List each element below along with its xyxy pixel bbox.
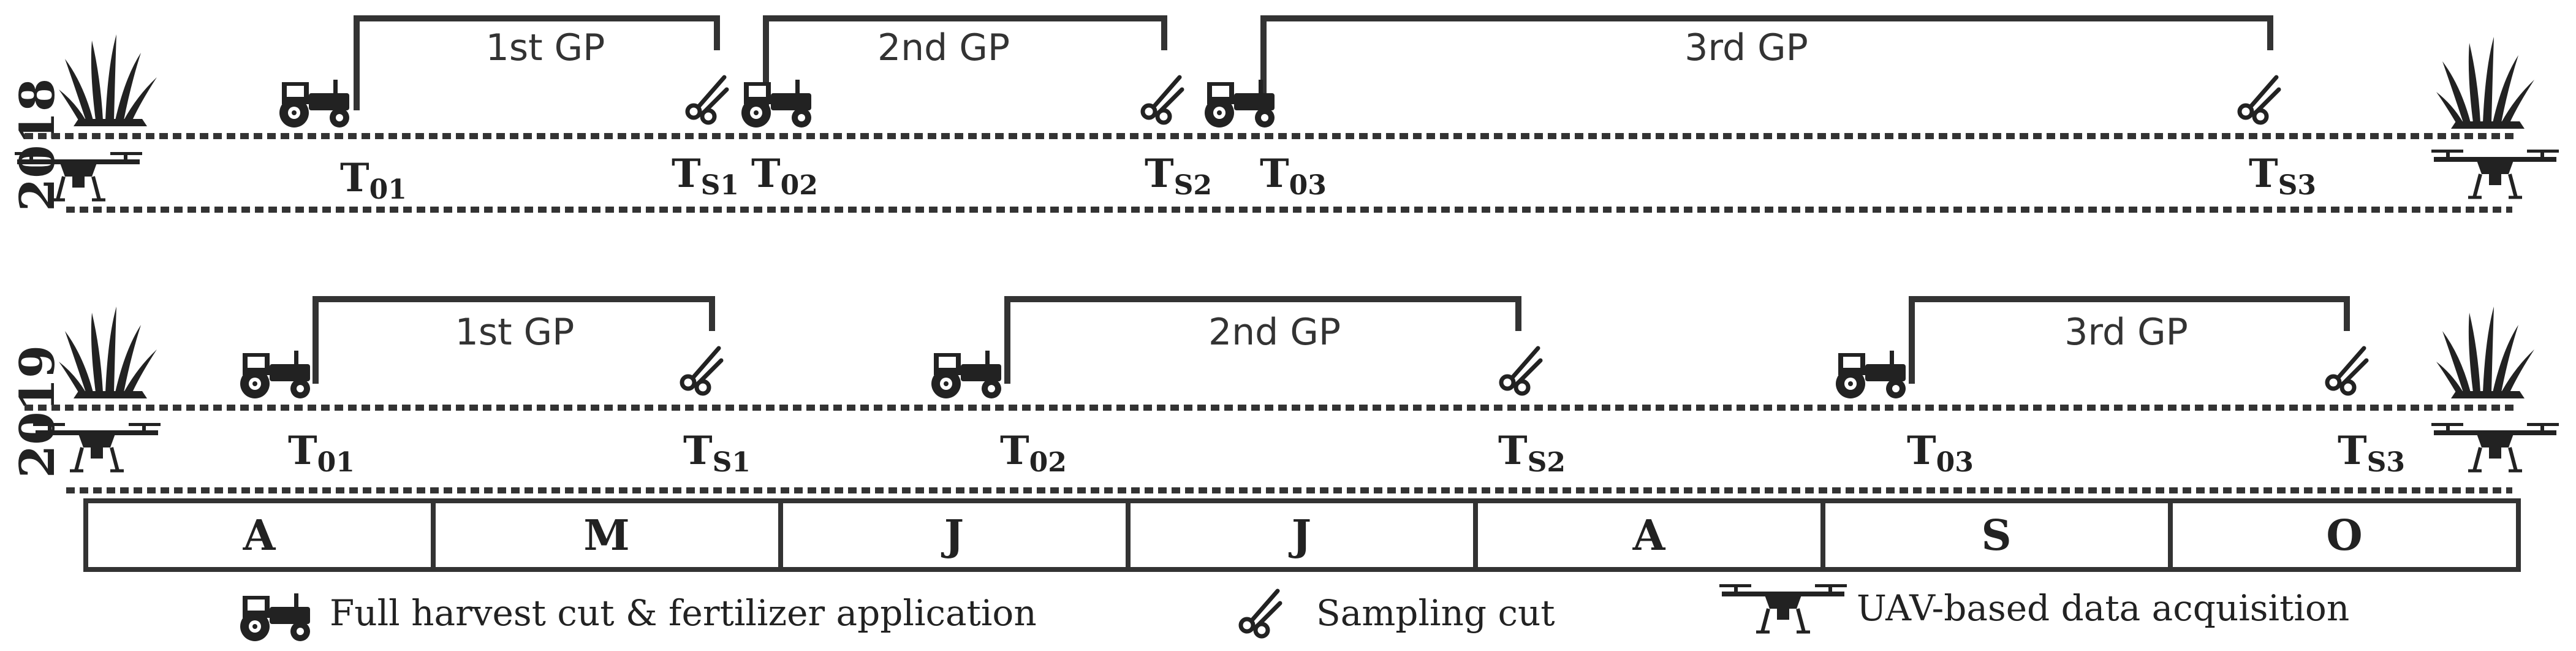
grass-icon	[2436, 306, 2534, 398]
drone-icon	[1719, 584, 1847, 632]
month-label: J	[941, 511, 964, 560]
event-label: TS3	[2338, 428, 2405, 478]
event-label: T02	[1000, 428, 1067, 478]
month-label: J	[1289, 511, 1311, 560]
legend-harvest-label: Full harvest cut & fertilizer applicatio…	[330, 592, 1037, 634]
tractor-icon	[931, 351, 1001, 398]
growth-period-label: 3rd GP	[2064, 311, 2188, 354]
tractor-icon	[279, 80, 349, 128]
growth-period-bracket	[313, 296, 715, 384]
month-bar: A M J J A S O	[83, 498, 2521, 572]
legend: Full harvest cut & fertilizer applicatio…	[240, 584, 2349, 641]
event-label: TS2	[1498, 428, 1566, 478]
timeline-2019: 2019 1st GP 2nd GP 3rd GP T01 TS1 T02 TS…	[10, 296, 2559, 493]
drone-icon	[2431, 423, 2559, 471]
drone-icon	[2431, 150, 2559, 197]
month-cell	[778, 498, 1131, 572]
grass-icon	[59, 34, 157, 126]
month-label: O	[2326, 511, 2362, 560]
year-label: 2019	[10, 345, 66, 478]
tractor-icon	[240, 351, 310, 398]
month-label: S	[1981, 511, 2011, 560]
year-label: 2018	[10, 78, 66, 211]
scissors-icon	[688, 77, 727, 123]
month-cell	[2168, 498, 2521, 572]
grass-icon	[2436, 37, 2534, 129]
legend-uav-label: UAV-based data acquisition	[1857, 587, 2349, 629]
growth-period-label: 2nd GP	[877, 26, 1010, 69]
month-cell	[1126, 498, 1478, 572]
event-label: T01	[288, 428, 355, 478]
scissors-icon	[1143, 77, 1182, 123]
event-label: TS1	[683, 428, 751, 478]
scissors-icon	[1501, 348, 1540, 394]
growth-period-bracket	[763, 15, 1167, 110]
growth-period-label: 1st GP	[486, 26, 605, 69]
month-cell	[83, 498, 436, 572]
growth-period-bracket	[1260, 15, 2273, 110]
growth-period-bracket	[1004, 296, 1521, 384]
scissors-icon	[2240, 77, 2279, 123]
month-cell	[1473, 498, 1825, 572]
growth-period-label: 1st GP	[455, 311, 575, 354]
growth-period-bracket	[1909, 296, 2350, 384]
growth-period-bracket	[354, 15, 720, 110]
event-label: T01	[340, 155, 407, 205]
growth-period-label: 3rd GP	[1684, 26, 1808, 69]
timeline-2018: 2018 1st GP 2nd GP 3rd GP T01 TS1 T02 TS…	[10, 15, 2559, 213]
legend-sampling-label: Sampling cut	[1316, 592, 1555, 634]
event-label: TS2	[1145, 151, 1212, 201]
tractor-icon	[1836, 351, 1906, 398]
growth-period-label: 2nd GP	[1208, 311, 1341, 354]
event-label: TS1	[672, 151, 739, 201]
scissors-icon	[1241, 591, 1280, 636]
scissors-icon	[682, 348, 721, 394]
tractor-icon	[240, 593, 310, 641]
month-cell	[1820, 498, 2173, 572]
tractor-icon	[741, 80, 811, 128]
month-label: A	[243, 511, 276, 560]
grass-icon	[59, 306, 157, 398]
month-label: M	[583, 511, 629, 560]
scissors-icon	[2327, 348, 2366, 394]
event-label: T02	[751, 151, 818, 201]
event-label: T03	[1907, 428, 1974, 478]
event-label: T03	[1260, 151, 1327, 201]
event-label: TS3	[2249, 151, 2316, 201]
month-label: A	[1632, 511, 1666, 560]
